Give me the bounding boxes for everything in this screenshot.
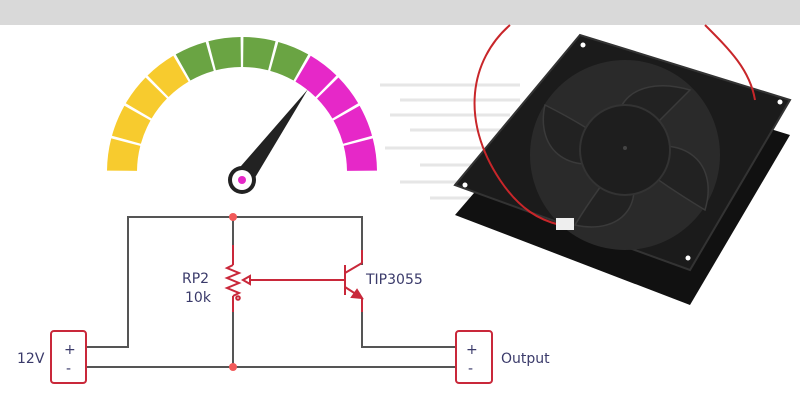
input-label: 12V [17, 351, 45, 367]
gauge-segment-green [243, 37, 276, 71]
circuit-wires [86, 216, 456, 368]
junction-dot [229, 213, 237, 221]
gauge-segment-yellow [111, 105, 151, 144]
transistor-tip3055 [330, 250, 364, 312]
gauge-segment-magenta [317, 77, 359, 119]
transistor-ref-label: TIP3055 [365, 272, 423, 288]
output-connector: + - [455, 330, 493, 384]
gauge-segment-yellow [125, 77, 167, 119]
gauge-segment-green [208, 37, 241, 71]
output-minus: - [468, 361, 473, 377]
input-minus: - [66, 361, 71, 377]
gauge-segment-magenta [343, 138, 377, 171]
speed-gauge [107, 37, 377, 171]
input-connector: + - [50, 330, 87, 384]
junction-dot [229, 363, 237, 371]
cooling-fan-image [453, 24, 792, 305]
output-label: Output [501, 351, 550, 367]
pot-ref-label: RP2 [182, 271, 209, 287]
gauge-segment-yellow [107, 138, 141, 171]
pot-value-label: 10k [185, 290, 212, 306]
gauge-needle [228, 89, 308, 194]
potentiometer-rp2 [224, 245, 330, 312]
gauge-segment-green [175, 41, 214, 81]
title-bar [0, 0, 800, 25]
gauge-segment-magenta [295, 55, 337, 97]
gauge-segment-magenta [333, 105, 373, 144]
gauge-segment-green [270, 41, 309, 81]
output-plus: + [466, 342, 478, 358]
gauge-segment-yellow [147, 55, 189, 97]
input-plus: + [64, 342, 76, 358]
